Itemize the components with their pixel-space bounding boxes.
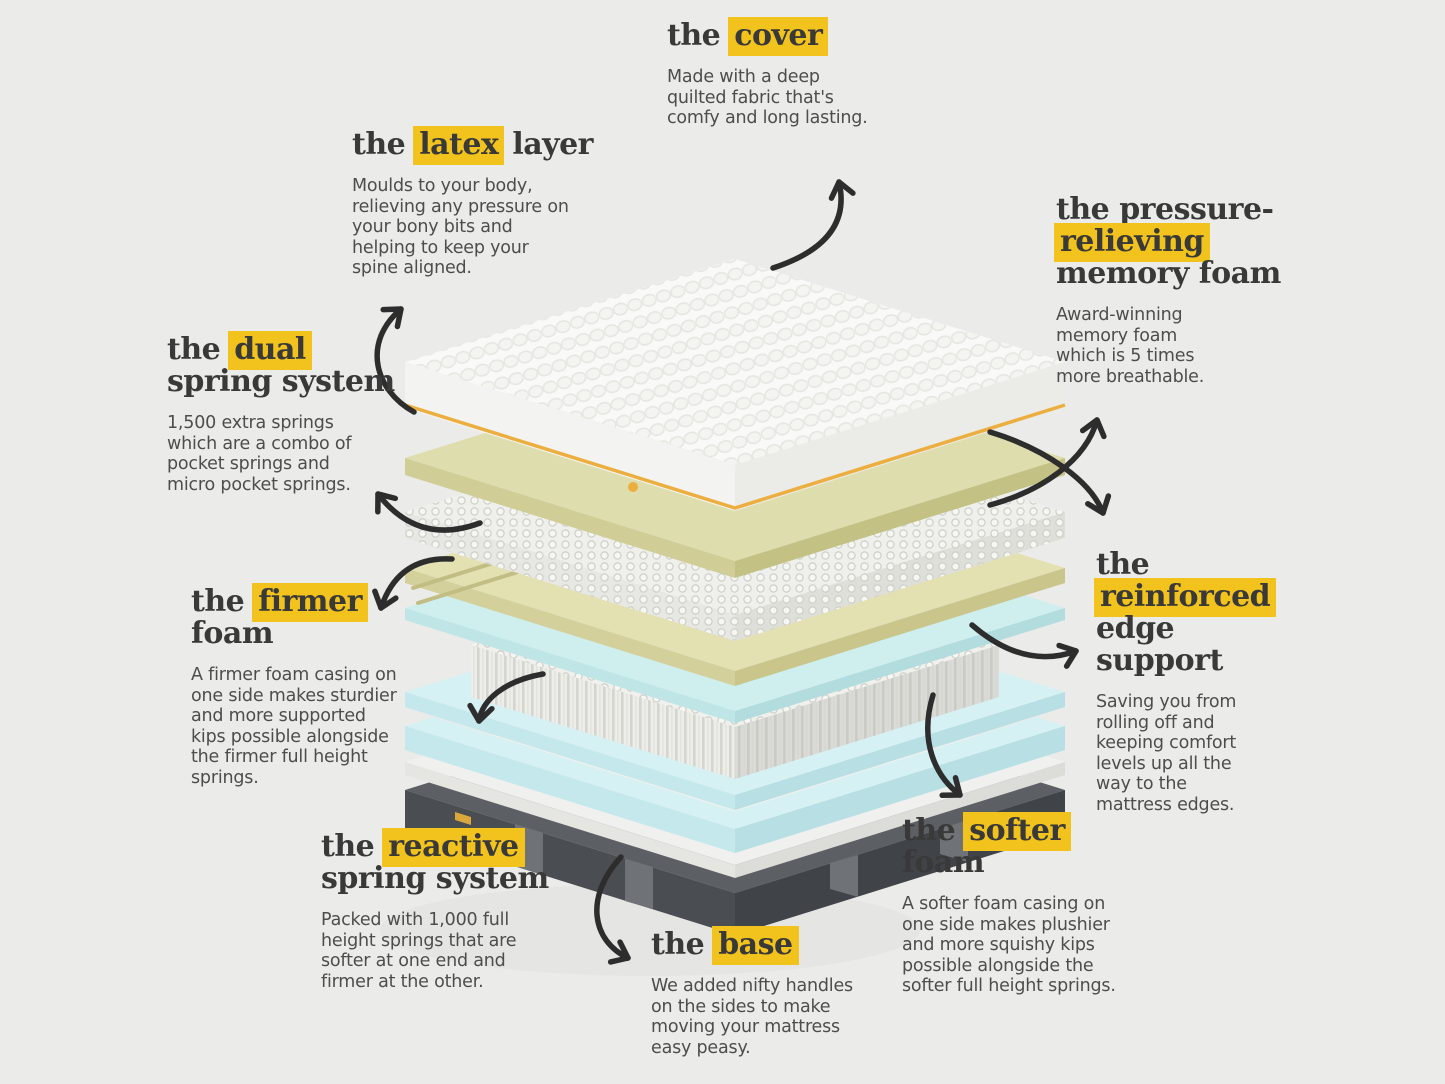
base-strap (830, 855, 858, 897)
cover-zip-tag (628, 482, 638, 492)
reactive-spring-arrow (467, 671, 546, 724)
firmer-foam-arrow (372, 556, 455, 611)
arrows (372, 179, 1112, 965)
label-cover: the cover Made with a deep quilted fabri… (667, 17, 937, 129)
cover-title: the cover (667, 17, 937, 56)
edge-support-rails (405, 717, 1065, 853)
base-handle-tag (455, 812, 471, 825)
base-description: We added nifty handles on the sides to m… (651, 976, 853, 1058)
softer-foam-arrow (925, 692, 963, 799)
latex-title: the latex layer (352, 126, 622, 165)
base-arrow (594, 854, 631, 965)
dual-spring-arrow (375, 491, 483, 533)
label-base: the base We added nifty handles on the s… (651, 926, 911, 1058)
base-strap (625, 859, 653, 909)
firmer-foam-description: A firmer foam casing on one side makes s… (191, 665, 397, 788)
cover-layer (404, 259, 1066, 511)
cover-zip-trim (404, 403, 1066, 510)
edge-support-arrow (969, 622, 1079, 669)
dual-spring-description: 1,500 extra springs which are a combo of… (167, 413, 352, 495)
label-latex-layer: the latex layer Moulds to your body, rel… (352, 126, 622, 279)
edge-support-description: Saving you from rolling off and keeping … (1096, 692, 1237, 815)
softer-foam-description: A softer foam casing on one side makes p… (902, 894, 1116, 996)
base-strap (940, 820, 968, 862)
reactive-spring-description: Packed with 1,000 full height springs th… (321, 910, 517, 992)
memory-foam-arrow (987, 417, 1107, 508)
cover-arrow (770, 179, 856, 271)
edge-cross-arrow (987, 429, 1112, 516)
latex-arrow (374, 306, 417, 415)
base-title: the base (651, 926, 911, 965)
memory-foam-description: Award-winning memory foam which is 5 tim… (1056, 305, 1205, 387)
latex-description: Moulds to your body, relieving any press… (352, 176, 569, 278)
cover-description: Made with a deep quilted fabric that's c… (667, 67, 868, 128)
